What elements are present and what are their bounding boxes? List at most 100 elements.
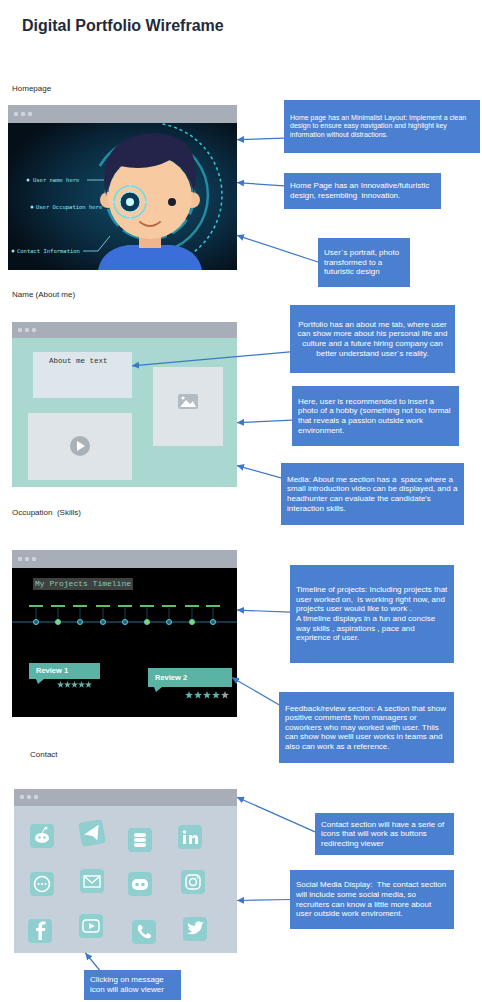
- linkedin-icon-part: [183, 830, 187, 834]
- contact-window-part: [14, 806, 237, 953]
- stack-icon: [128, 828, 152, 852]
- skills-window-part: [12, 550, 237, 568]
- timeline-points-part: [118, 605, 132, 607]
- user-portrait-part: [168, 198, 176, 206]
- instagram-icon-part: [181, 870, 205, 894]
- leader-lines-part: [31, 206, 34, 209]
- callout-arrow: [237, 183, 284, 186]
- skills-window-part: [36, 679, 44, 684]
- contact-window: [14, 789, 237, 953]
- linkedin-icon-part: [192, 835, 198, 844]
- reddit-icon-part: [35, 833, 49, 843]
- reddit-icon-part: [30, 824, 54, 848]
- rating-stars-part: [185, 691, 193, 699]
- message-icon-part: [41, 883, 43, 885]
- video-icon-part: [89, 923, 95, 929]
- skills-window-part: [18, 557, 22, 561]
- homepage-window-part: [8, 105, 237, 123]
- callout-box: Portfolio has an about me tab, where use…: [290, 305, 455, 373]
- timeline-points: [29, 605, 220, 625]
- callout-arrow: [237, 610, 290, 612]
- homepage-window-part: [21, 112, 25, 116]
- wireframe-element: Review 2: [148, 668, 232, 687]
- about-window-part: [153, 367, 223, 446]
- linkedin-icon-part: [189, 835, 192, 844]
- section-heading: Homepage: [12, 84, 51, 94]
- timeline-points-part: [29, 605, 43, 607]
- callout-box: Social Media Display: The contact sectio…: [290, 870, 454, 929]
- note-text: Portfolio has an about me tab, where use…: [296, 320, 449, 358]
- homepage-window-part: [28, 112, 32, 116]
- discord-icon-part: [128, 872, 152, 896]
- timeline-points-part: [206, 605, 220, 607]
- wireframe-element: My Projects Timeline: [33, 578, 133, 590]
- timeline-points-part: [147, 608, 148, 619]
- stack-icon-part: [134, 833, 146, 837]
- user-portrait: [98, 133, 202, 270]
- mail-icon-part: [84, 876, 100, 887]
- mail-icon-part: [84, 876, 100, 883]
- callout-arrow: [237, 466, 281, 478]
- about-window-part: [180, 400, 196, 407]
- facebook-icon-part: [36, 922, 46, 941]
- section-heading: Name (About me): [12, 290, 75, 300]
- timeline-points-part: [36, 608, 37, 619]
- timeline-points-part: [58, 608, 59, 619]
- rating-stars-part: [71, 681, 78, 688]
- reddit-icon-part: [45, 827, 48, 830]
- mail-icon: [80, 869, 104, 893]
- stack-icon-part: [134, 843, 146, 847]
- discord-icon: [128, 872, 152, 896]
- message-icon-part: [30, 872, 54, 896]
- timeline-points-part: [34, 620, 39, 625]
- element-label: Review 2: [155, 673, 187, 683]
- rating-stars-part: [203, 691, 211, 699]
- callout-box: User`s portrait, photo transformed to a …: [318, 238, 410, 287]
- callout-box: Home page has an Minimalist Layout: Impl…: [284, 100, 480, 153]
- connector-group: [85, 138, 318, 970]
- linkedin-icon-part: [178, 825, 202, 849]
- telegram-icon-part: [83, 825, 101, 843]
- callout-box: Clicking on message icon will allow view…: [84, 970, 181, 1000]
- telegram-icon: [78, 819, 106, 847]
- callout-box: Here, user is recommended to insert a ph…: [292, 386, 459, 446]
- leader-lines-part: [87, 180, 104, 181]
- about-window-part: [18, 328, 22, 332]
- note-text: Home Page has an Innovative/futuristic d…: [290, 181, 435, 200]
- rating-stars-part: [78, 681, 85, 688]
- wireframe-window: Occupation (Skills)My Projects TimelineR…: [12, 550, 237, 717]
- linkedin-icon-part: [183, 835, 186, 844]
- callout-arrow: [237, 235, 318, 262]
- facebook-icon: [28, 919, 52, 943]
- timeline-points-part: [145, 620, 150, 625]
- callout-box: Contact section will have a serie of ico…: [315, 813, 454, 855]
- about-window-part: [12, 322, 237, 338]
- wireframe-window: Contact: [14, 789, 237, 953]
- note-text: Clicking on message icon will allow view…: [90, 975, 175, 994]
- phone-icon-part: [132, 920, 156, 944]
- mail-icon-part: [80, 869, 104, 893]
- discord-icon-part: [135, 883, 139, 887]
- user-portrait-part: [104, 133, 195, 196]
- callout-arrow: [232, 678, 279, 705]
- callout-arrow: [132, 352, 290, 366]
- discord-icon-part: [141, 883, 145, 887]
- timeline-points-part: [101, 620, 106, 625]
- about-window: [12, 322, 237, 487]
- facebook-icon-part: [28, 919, 52, 943]
- timeline-points-part: [162, 605, 176, 607]
- rating-stars-part: [85, 681, 92, 688]
- skills-window: [12, 550, 237, 717]
- element-label: About me text: [49, 356, 126, 366]
- callout-box: Media: About me section has a space wher…: [281, 463, 464, 525]
- user-portrait-part: [140, 222, 160, 226]
- note-text: Contact section will have a serie of ico…: [321, 820, 448, 849]
- about-window-part: [178, 394, 198, 409]
- message-icon: [30, 872, 54, 896]
- note-text: Here, user is recommended to insert a ph…: [298, 397, 453, 435]
- homepage-window-part: [8, 123, 237, 270]
- contact-window-part: [27, 795, 31, 799]
- placeholder-text: User name here: [33, 177, 79, 184]
- diagram-title: Digital Portfolio Wireframe: [22, 17, 224, 35]
